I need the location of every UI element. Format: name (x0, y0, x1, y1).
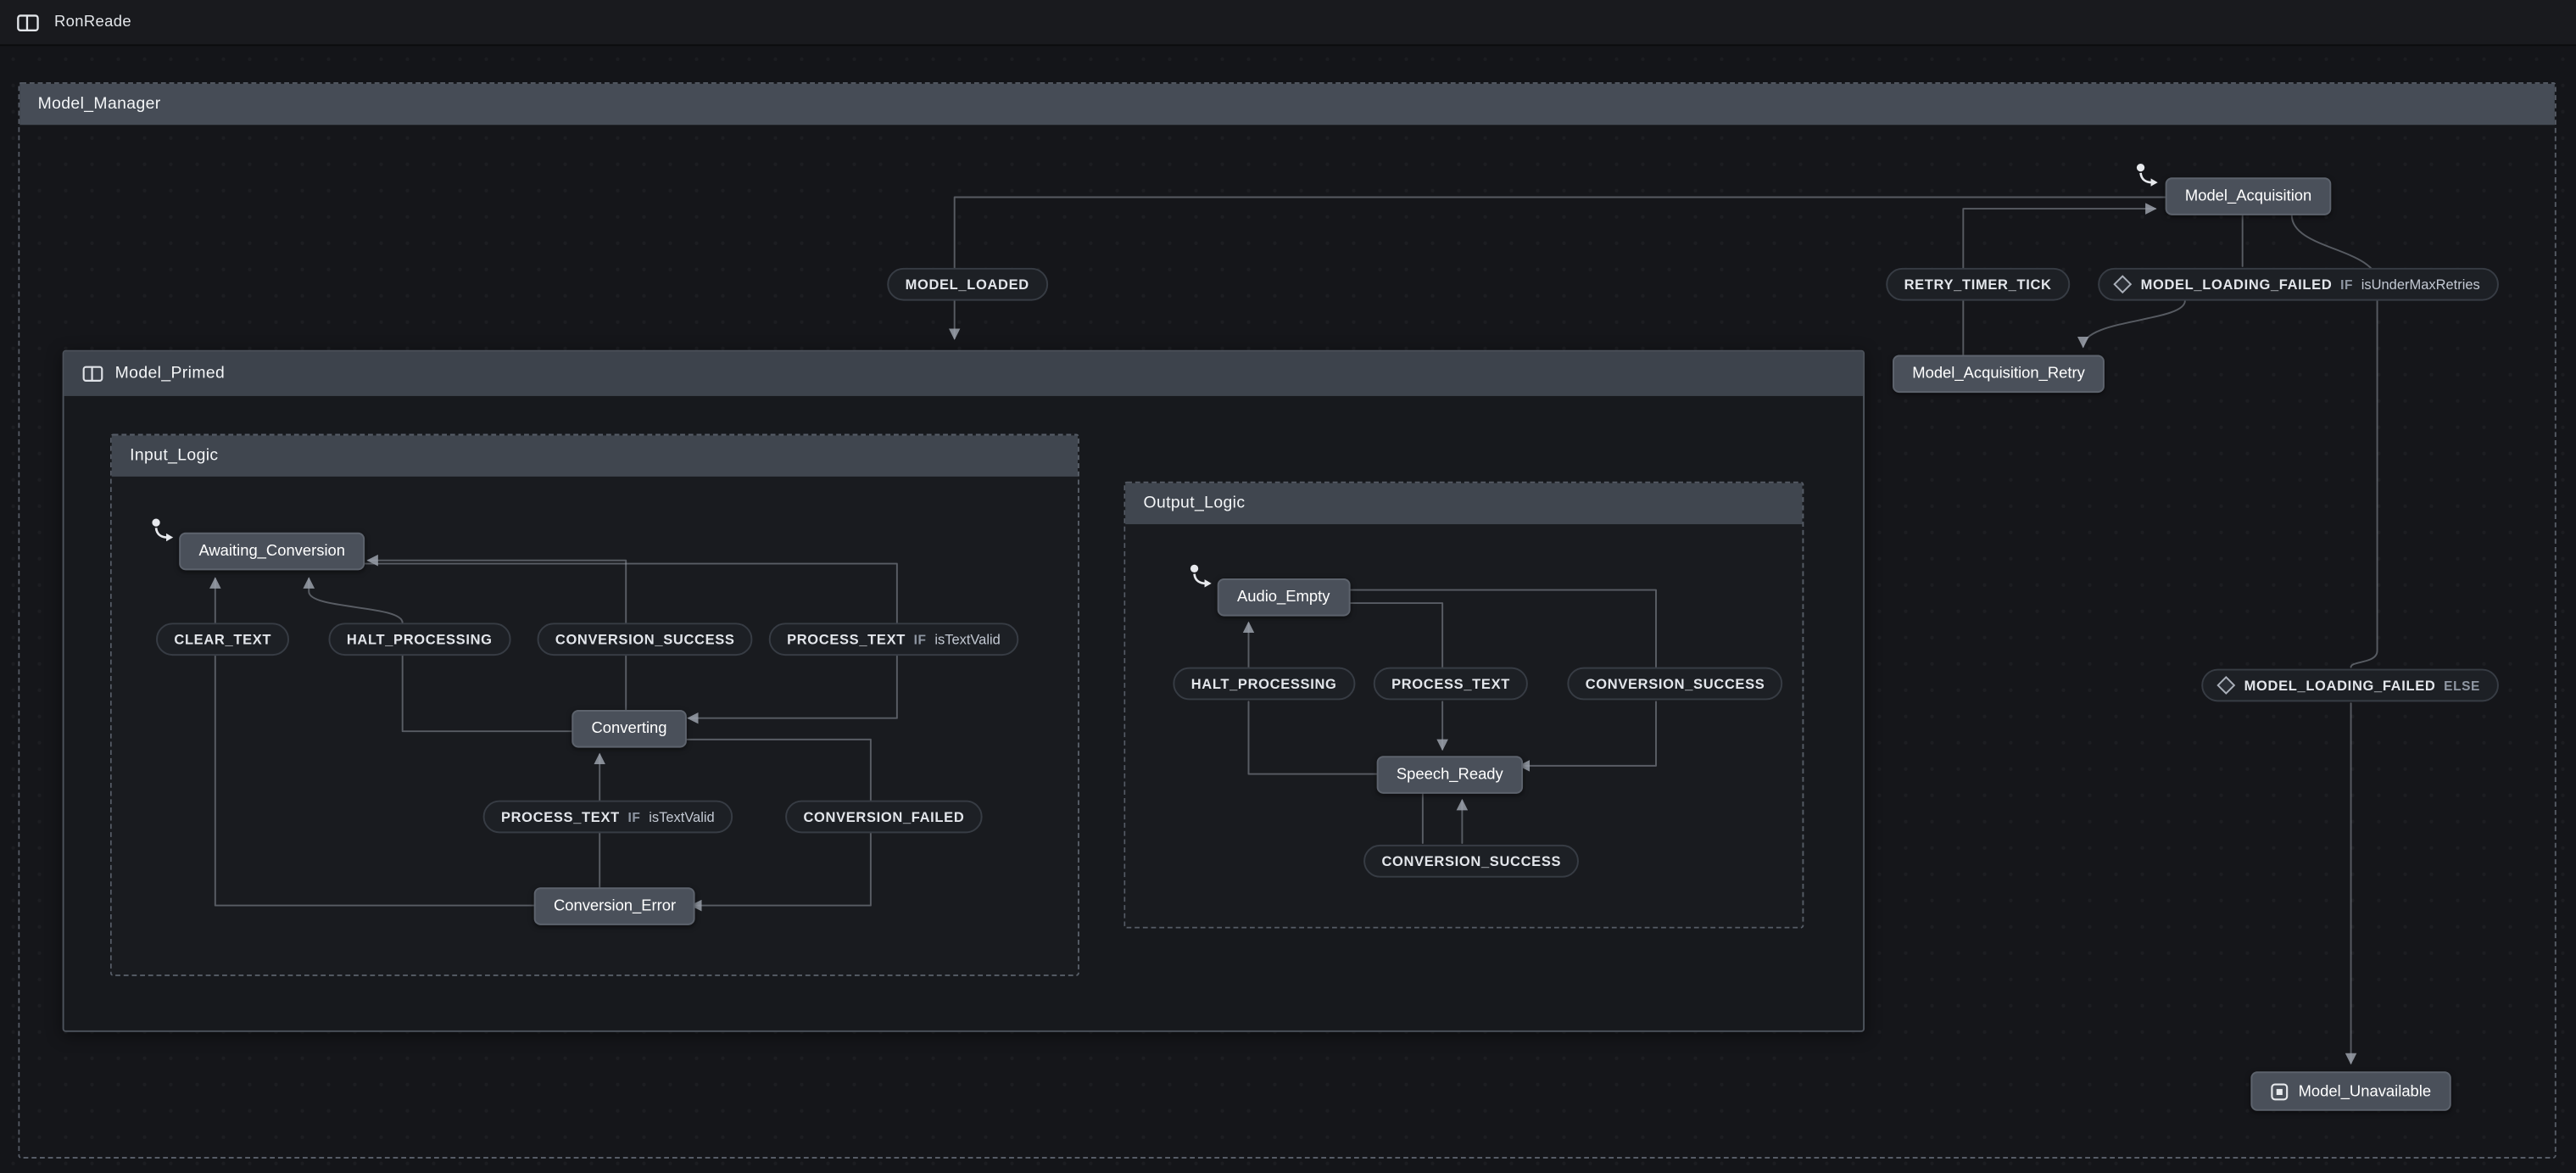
state-model-acquisition-retry[interactable]: Model_Acquisition_Retry (1893, 355, 2105, 394)
state-label: Input_Logic (130, 447, 218, 465)
state-model-manager-header[interactable]: Model_Manager (20, 84, 2555, 125)
event-halt-processing-output[interactable]: HALT_PROCESSING (1173, 667, 1354, 701)
event-label: MODEL_LOADED (906, 276, 1029, 293)
event-process-text-output[interactable]: PROCESS_TEXT (1374, 667, 1529, 701)
event-label: PROCESS_TEXT (1391, 675, 1510, 691)
event-label: CONVERSION_SUCCESS (1381, 853, 1561, 869)
guard-keyword: ELSE (2444, 678, 2480, 692)
event-retry-timer-tick[interactable]: RETRY_TIMER_TICK (1886, 268, 2070, 301)
state-model-acquisition[interactable]: Model_Acquisition (2166, 177, 2332, 215)
event-halt-processing-input[interactable]: HALT_PROCESSING (329, 623, 510, 656)
initial-state-icon (2136, 163, 2161, 187)
event-model-loaded[interactable]: MODEL_LOADED (887, 268, 1047, 301)
event-label: CONVERSION_SUCCESS (1586, 675, 1765, 691)
panels-icon (82, 363, 103, 384)
guard-condition: isUnderMaxRetries (2361, 276, 2480, 293)
guard-keyword: IF (2340, 276, 2353, 291)
state-label: Audio_Empty (1237, 589, 1330, 606)
state-label: Conversion_Error (554, 897, 676, 915)
event-process-text-guarded-1[interactable]: PROCESS_TEXT IF isTextValid (769, 623, 1018, 656)
event-label: RETRY_TIMER_TICK (1904, 276, 2052, 293)
guard-keyword: IF (914, 632, 927, 646)
state-conversion-error[interactable]: Conversion_Error (534, 887, 696, 925)
event-model-loading-failed-if[interactable]: MODEL_LOADING_FAILED IF isUnderMaxRetrie… (2098, 268, 2498, 301)
diagram-canvas[interactable]: Model_Manager Model_Primed Input_Logic (0, 46, 2576, 1173)
panels-icon[interactable] (16, 11, 39, 34)
state-label: Converting (592, 720, 667, 738)
state-label: Model_Manager (38, 95, 161, 113)
machine-title: RonReade (54, 14, 131, 31)
guard-diamond-icon (2113, 275, 2132, 293)
guard-keyword: IF (628, 809, 641, 824)
event-conversion-success-output-1[interactable]: CONVERSION_SUCCESS (1567, 667, 1782, 701)
event-label: CLEAR_TEXT (174, 631, 271, 647)
event-clear-text[interactable]: CLEAR_TEXT (156, 623, 289, 656)
event-label: HALT_PROCESSING (347, 631, 493, 647)
state-model-unavailable[interactable]: Model_Unavailable (2250, 1071, 2451, 1111)
guard-condition: isTextValid (934, 631, 1001, 647)
event-label: PROCESS_TEXT (501, 808, 620, 824)
event-model-loading-failed-else[interactable]: MODEL_LOADING_FAILED ELSE (2201, 669, 2498, 702)
state-model-primed-header[interactable]: Model_Primed (64, 352, 1864, 396)
event-label: MODEL_LOADING_FAILED (2141, 276, 2333, 293)
guard-diamond-icon (2216, 676, 2235, 695)
state-speech-ready[interactable]: Speech_Ready (1377, 756, 1523, 794)
final-state-icon (2271, 1082, 2289, 1100)
initial-state-icon (151, 517, 176, 542)
event-label: HALT_PROCESSING (1191, 675, 1337, 691)
state-label: Speech_Ready (1397, 766, 1503, 784)
state-label: Model_Primed (115, 365, 226, 383)
guard-condition: isTextValid (649, 808, 715, 824)
event-conversion-success-input[interactable]: CONVERSION_SUCCESS (538, 623, 753, 656)
event-label: CONVERSION_FAILED (803, 808, 964, 824)
state-awaiting-conversion[interactable]: Awaiting_Conversion (179, 533, 365, 571)
state-label: Model_Unavailable (2299, 1082, 2432, 1100)
state-input-logic-header[interactable]: Input_Logic (112, 435, 1078, 476)
event-label: CONVERSION_SUCCESS (555, 631, 735, 647)
state-label: Awaiting_Conversion (198, 542, 345, 560)
state-label: Model_Acquisition_Retry (1912, 365, 2085, 383)
event-label: MODEL_LOADING_FAILED (2244, 677, 2436, 693)
state-converting[interactable]: Converting (572, 710, 687, 748)
state-label: Output_Logic (1144, 494, 1246, 512)
topbar: RonReade (0, 0, 2576, 46)
state-label: Model_Acquisition (2185, 187, 2311, 205)
event-label: PROCESS_TEXT (787, 631, 906, 647)
initial-state-icon (1190, 564, 1214, 589)
event-process-text-guarded-2[interactable]: PROCESS_TEXT IF isTextValid (483, 801, 733, 834)
event-conversion-success-output-2[interactable]: CONVERSION_SUCCESS (1363, 845, 1579, 878)
state-output-logic-header[interactable]: Output_Logic (1125, 483, 1802, 524)
event-conversion-failed[interactable]: CONVERSION_FAILED (785, 801, 983, 834)
state-audio-empty[interactable]: Audio_Empty (1218, 578, 1350, 617)
